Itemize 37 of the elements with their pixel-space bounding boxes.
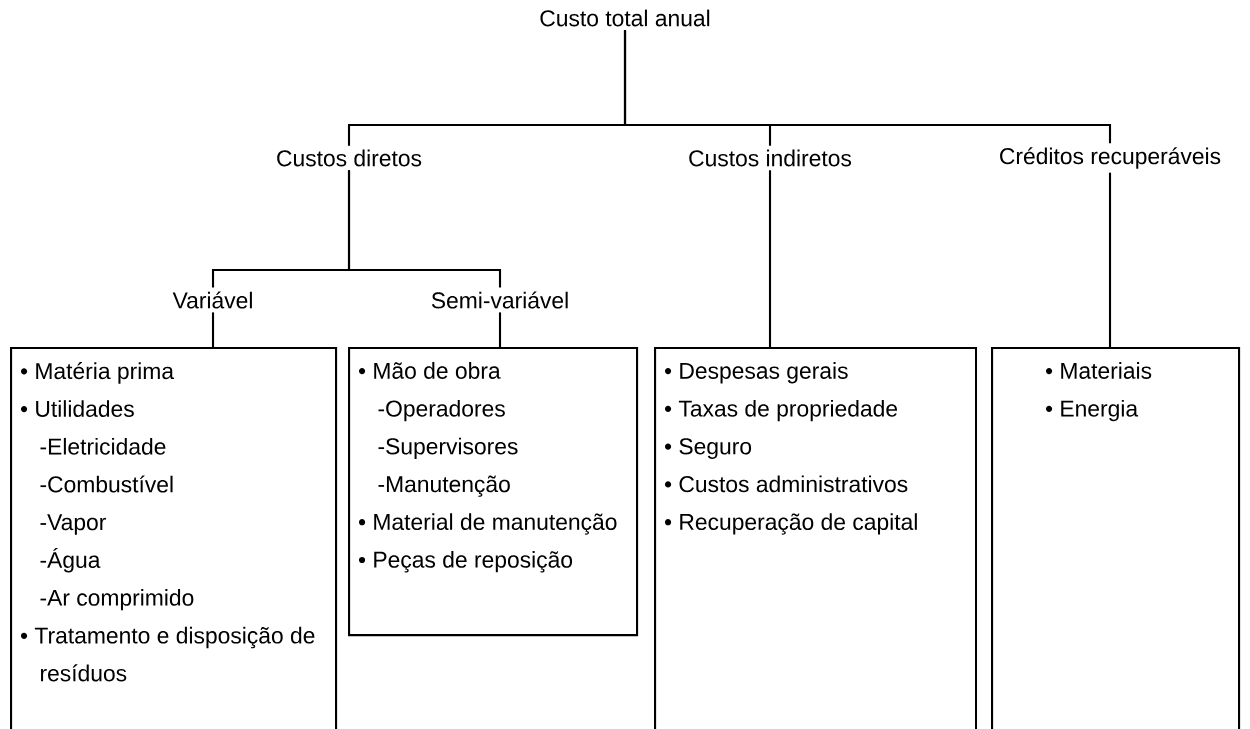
list-item: • Recuperação de capital <box>664 513 917 535</box>
heading: Créditos recuperáveis <box>1000 147 1221 169</box>
list-box <box>654 347 978 729</box>
list-item: -Operadores <box>378 399 505 422</box>
list-item: • Taxas de propriedade <box>664 399 898 422</box>
list-box <box>10 347 338 729</box>
list-item: • Tratamento e disposição de resíduos <box>21 626 315 682</box>
connector-line <box>768 170 772 347</box>
heading: Semi-variável <box>431 291 568 309</box>
list-item: • Matéria prima <box>21 362 174 384</box>
list-item: -Manutenção <box>378 475 510 497</box>
connector-line <box>498 312 502 347</box>
list-item: -Vapor <box>40 514 106 535</box>
list-item: • Seguro <box>664 438 752 459</box>
list-item: • Utilidades <box>21 400 134 417</box>
heading: Variável <box>172 291 252 309</box>
list-item: -Eletricidade <box>40 437 166 455</box>
list-item: • Materiais <box>1045 362 1152 379</box>
list-item: -Ar comprimido <box>40 589 194 611</box>
connector-line <box>211 312 215 347</box>
heading: Custos indiretos <box>689 149 852 167</box>
list-item: • Material de manutenção <box>358 513 617 535</box>
list-item: • Peças de reposição <box>358 551 573 573</box>
list-item: -Combustível <box>40 475 173 493</box>
heading: Custos diretos <box>277 149 422 167</box>
connector-line <box>623 30 1112 144</box>
connector-line <box>1108 172 1112 347</box>
connector-line <box>347 170 502 288</box>
list-item: • Despesas gerais <box>664 362 848 384</box>
list-item: -Água <box>40 548 101 573</box>
list-item: • Custos administrativos <box>664 475 908 493</box>
list-box <box>348 347 639 637</box>
list-item: -Supervisores <box>378 437 518 459</box>
list-item: • Energia <box>1045 399 1139 422</box>
list-item: • Mão de obra <box>358 362 501 379</box>
heading: Custo total anual <box>540 9 710 27</box>
list-box <box>991 347 1241 729</box>
